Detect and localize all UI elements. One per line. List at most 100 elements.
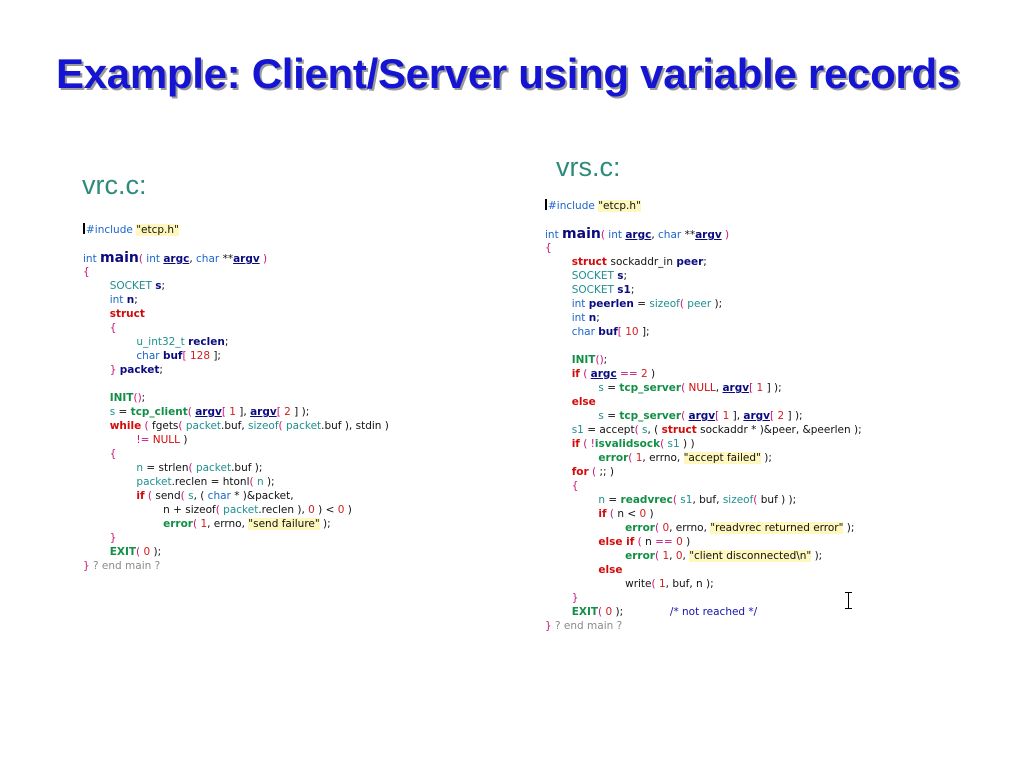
- code-token: tcp_server: [619, 382, 682, 394]
- code-token: [83, 518, 163, 530]
- code-token: packet: [195, 462, 232, 474]
- code-token: (: [654, 522, 660, 534]
- code-token: ],: [235, 406, 251, 418]
- code-token: [83, 546, 110, 558]
- code-token: write: [625, 578, 652, 590]
- code-token: n: [126, 294, 135, 306]
- code-token: buf: [598, 326, 618, 338]
- code-token: [83, 350, 136, 362]
- code-token: argc: [163, 253, 190, 265]
- code-token: , buf,: [692, 494, 723, 506]
- code-line: else: [545, 563, 862, 577]
- code-token: , (: [193, 490, 208, 502]
- code-token: [545, 508, 598, 520]
- code-line: for ( ;; ): [545, 465, 862, 479]
- code-token: "etcp.h": [136, 224, 179, 236]
- code-token: 0: [675, 550, 683, 562]
- code-token: if: [571, 438, 580, 450]
- code-line: else if ( n == 0 ): [545, 535, 862, 549]
- code-token: ): [682, 536, 691, 548]
- code-token: ): [647, 368, 656, 380]
- code-token: [545, 466, 572, 478]
- code-line: s = tcp_server( argv[ 1 ], argv[ 2 ] );: [545, 409, 862, 423]
- code-token: {: [571, 480, 579, 492]
- code-token: **: [222, 253, 234, 265]
- code-token: (: [681, 382, 686, 394]
- code-line: u_int32_t reclen;: [83, 335, 389, 349]
- code-token: ;: [159, 364, 163, 376]
- code-line: n + sizeof( packet.reclen ), 0 ) < 0 ): [83, 503, 389, 517]
- code-line: [545, 339, 862, 353]
- code-line: {: [545, 241, 862, 255]
- code-token: NULL: [688, 382, 716, 394]
- code-token: if: [571, 368, 580, 380]
- code-token: [545, 396, 572, 408]
- code-token: (: [634, 424, 639, 436]
- code-token: !: [590, 438, 595, 450]
- code-token: [: [749, 382, 754, 394]
- code-token: int: [608, 229, 626, 241]
- code-token: 0: [639, 508, 647, 520]
- code-token: ,: [189, 253, 197, 265]
- code-token: for: [571, 466, 589, 478]
- code-token: );: [612, 606, 624, 618]
- code-line: s = tcp_server( NULL, argv[ 1 ] );: [545, 381, 862, 395]
- code-token: .reclen ),: [258, 504, 309, 516]
- code-token: [: [715, 410, 720, 422]
- code-token: (: [215, 504, 220, 516]
- code-token: ;: [224, 336, 229, 348]
- code-token: 0: [605, 606, 613, 618]
- code-token: ;: [134, 294, 138, 306]
- code-line: SOCKET s;: [545, 269, 862, 283]
- code-token: [83, 462, 136, 474]
- code-token: n: [256, 476, 264, 488]
- code-line: int n;: [83, 293, 389, 307]
- code-line: INIT();: [545, 353, 862, 367]
- code-token: int: [571, 312, 589, 324]
- code-token: argv: [743, 410, 771, 422]
- code-token: struct: [571, 256, 611, 268]
- code-token: [: [617, 326, 622, 338]
- code-token: (): [595, 354, 604, 366]
- code-token: packet: [119, 364, 160, 376]
- code-line: #include "etcp.h": [83, 223, 389, 237]
- code-token: ) <: [314, 504, 338, 516]
- code-line: write( 1, buf, n );: [545, 577, 862, 591]
- code-token: (: [180, 490, 185, 502]
- code-line: } packet;: [83, 363, 389, 377]
- code-line: {: [83, 447, 389, 461]
- code-line: {: [545, 479, 862, 493]
- code-token: tcp_server: [619, 410, 682, 422]
- code-token: 0: [143, 546, 151, 558]
- code-token: s: [617, 270, 624, 282]
- code-token: [83, 504, 163, 516]
- code-token: ,: [715, 382, 723, 394]
- code-token: packet: [285, 420, 322, 432]
- code-token: [545, 326, 572, 338]
- code-token: 1: [756, 382, 764, 394]
- code-token: =: [605, 494, 621, 506]
- code-token: s: [598, 382, 604, 394]
- code-token: [83, 392, 110, 404]
- code-token: 1: [662, 550, 670, 562]
- code-token: ] );: [763, 382, 782, 394]
- code-token: (: [187, 406, 192, 418]
- code-token: [545, 256, 572, 268]
- code-token: [83, 308, 110, 320]
- code-token: [83, 420, 110, 432]
- code-token: ;: [623, 270, 628, 282]
- code-token: ;; ): [596, 466, 614, 478]
- server-code-block[interactable]: #include "etcp.h"int main( int argc, cha…: [545, 199, 862, 633]
- code-token: n: [136, 462, 144, 474]
- code-token: "client disconnected\n": [689, 550, 812, 562]
- code-token: );: [150, 546, 162, 558]
- code-line: error( 1, errno, "accept failed" );: [545, 451, 862, 465]
- code-token: [83, 434, 136, 446]
- server-file-label: vrs.c:: [556, 152, 621, 182]
- client-code-block[interactable]: #include "etcp.h"int main( int argc, cha…: [83, 223, 389, 573]
- code-token: char: [658, 229, 685, 241]
- code-token: reclen: [188, 336, 225, 348]
- code-token: int: [146, 253, 164, 265]
- code-token: (: [592, 466, 597, 478]
- code-token: ;: [603, 354, 608, 366]
